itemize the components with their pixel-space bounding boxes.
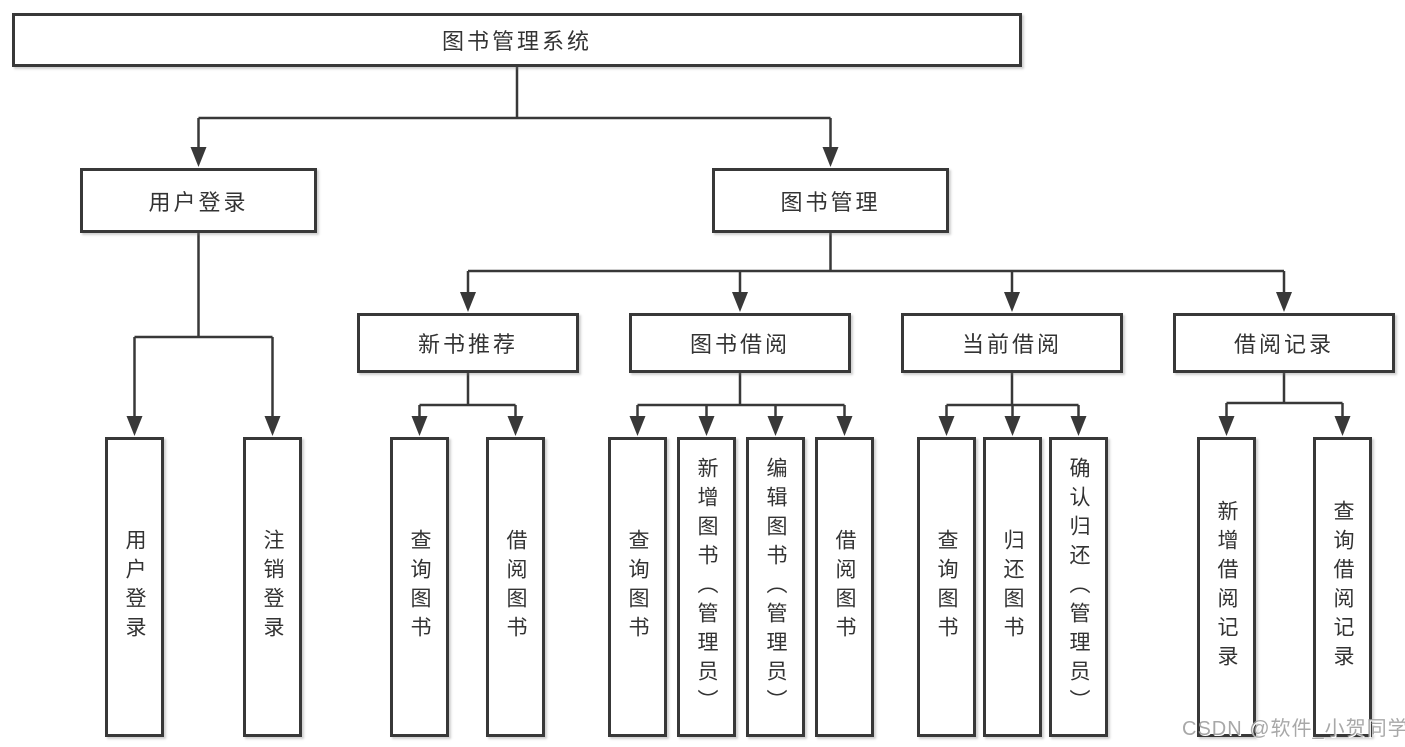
- node-borrow-records: 借阅记录: [1173, 313, 1395, 373]
- arrowhead-icon: [1218, 416, 1235, 436]
- arrowhead-icon: [1004, 292, 1020, 312]
- arrowhead-icon: [1276, 292, 1292, 312]
- connector-line: [133, 233, 274, 420]
- node-user-login: 用户登录: [80, 168, 317, 233]
- node-leaf-current-return: 归还图书: [983, 437, 1042, 737]
- connector-root-to-level2: [190, 67, 839, 167]
- node-leaf-newbooks-borrow: 借阅图书: [486, 437, 545, 737]
- connector-line: [466, 233, 1286, 295]
- leaf-label: 编辑图书（管理员）: [764, 456, 787, 718]
- arrowhead-icon: [822, 147, 839, 167]
- leaf-label: 查询图书: [408, 529, 431, 645]
- leaf-label: 用户登录: [123, 529, 146, 645]
- arrowhead-icon: [411, 416, 428, 436]
- node-new-book-recommend: 新书推荐: [357, 313, 579, 373]
- connector-newbooks-to-leaves: [411, 373, 524, 436]
- arrowhead-icon: [732, 292, 748, 312]
- arrowhead-icon: [836, 416, 853, 436]
- connector-bookmgmt-to-level3: [460, 233, 1292, 312]
- node-library-system: 图书管理系统: [12, 13, 1022, 67]
- arrowhead-icon: [460, 292, 476, 312]
- arrowhead-icon: [190, 147, 207, 167]
- arrowhead-icon: [126, 416, 143, 436]
- leaf-label: 归还图书: [1001, 529, 1024, 645]
- leaf-label: 查询图书: [626, 529, 649, 645]
- connector-userlogin-to-leaves: [126, 233, 281, 436]
- node-leaf-borrow-query: 查询图书: [608, 437, 667, 737]
- csdn-watermark: CSDN @软件_小贺同学: [1182, 718, 1405, 740]
- connector-line: [1225, 373, 1344, 420]
- node-book-borrow: 图书借阅: [629, 313, 851, 373]
- node-leaf-user-login: 用户登录: [105, 437, 164, 737]
- node-leaf-records-add: 新增借阅记录: [1197, 437, 1256, 737]
- connector-line: [945, 373, 1080, 420]
- node-leaf-borrow-add-admin: 新增图书（管理员）: [677, 437, 736, 737]
- arrowhead-icon: [938, 416, 955, 436]
- node-leaf-records-query: 查询借阅记录: [1313, 437, 1372, 737]
- node-leaf-logout: 注销登录: [243, 437, 302, 737]
- leaf-label: 借阅图书: [833, 529, 856, 645]
- node-current-borrow: 当前借阅: [901, 313, 1123, 373]
- arrowhead-icon: [264, 416, 281, 436]
- node-leaf-current-query: 查询图书: [917, 437, 976, 737]
- leaf-label: 借阅图书: [504, 529, 527, 645]
- node-leaf-borrow-edit-admin: 编辑图书（管理员）: [746, 437, 805, 737]
- arrowhead-icon: [629, 416, 646, 436]
- leaf-label: 查询图书: [935, 529, 958, 645]
- connector-line: [418, 373, 517, 420]
- arrowhead-icon: [1334, 416, 1351, 436]
- connector-line: [636, 373, 846, 420]
- connector-bookborrow-to-leaves: [629, 373, 853, 436]
- node-leaf-newbooks-query: 查询图书: [390, 437, 449, 737]
- arrowhead-icon: [507, 416, 524, 436]
- leaf-label: 新增图书（管理员）: [695, 456, 718, 718]
- node-book-management: 图书管理: [712, 168, 949, 233]
- connector-currentborrow-to-leaves: [938, 373, 1087, 436]
- connector-line: [197, 67, 832, 150]
- node-leaf-borrow-borrow: 借阅图书: [815, 437, 874, 737]
- node-leaf-current-confirm-admin: 确认归还（管理员）: [1049, 437, 1108, 737]
- connector-records-to-leaves: [1218, 373, 1351, 436]
- leaf-label: 注销登录: [261, 529, 284, 645]
- leaf-label: 查询借阅记录: [1331, 500, 1354, 674]
- arrowhead-icon: [698, 416, 715, 436]
- arrowhead-icon: [1070, 416, 1087, 436]
- arrowhead-icon: [767, 416, 784, 436]
- arrowhead-icon: [1004, 416, 1021, 436]
- leaf-label: 确认归还（管理员）: [1067, 456, 1090, 718]
- leaf-label: 新增借阅记录: [1215, 500, 1238, 674]
